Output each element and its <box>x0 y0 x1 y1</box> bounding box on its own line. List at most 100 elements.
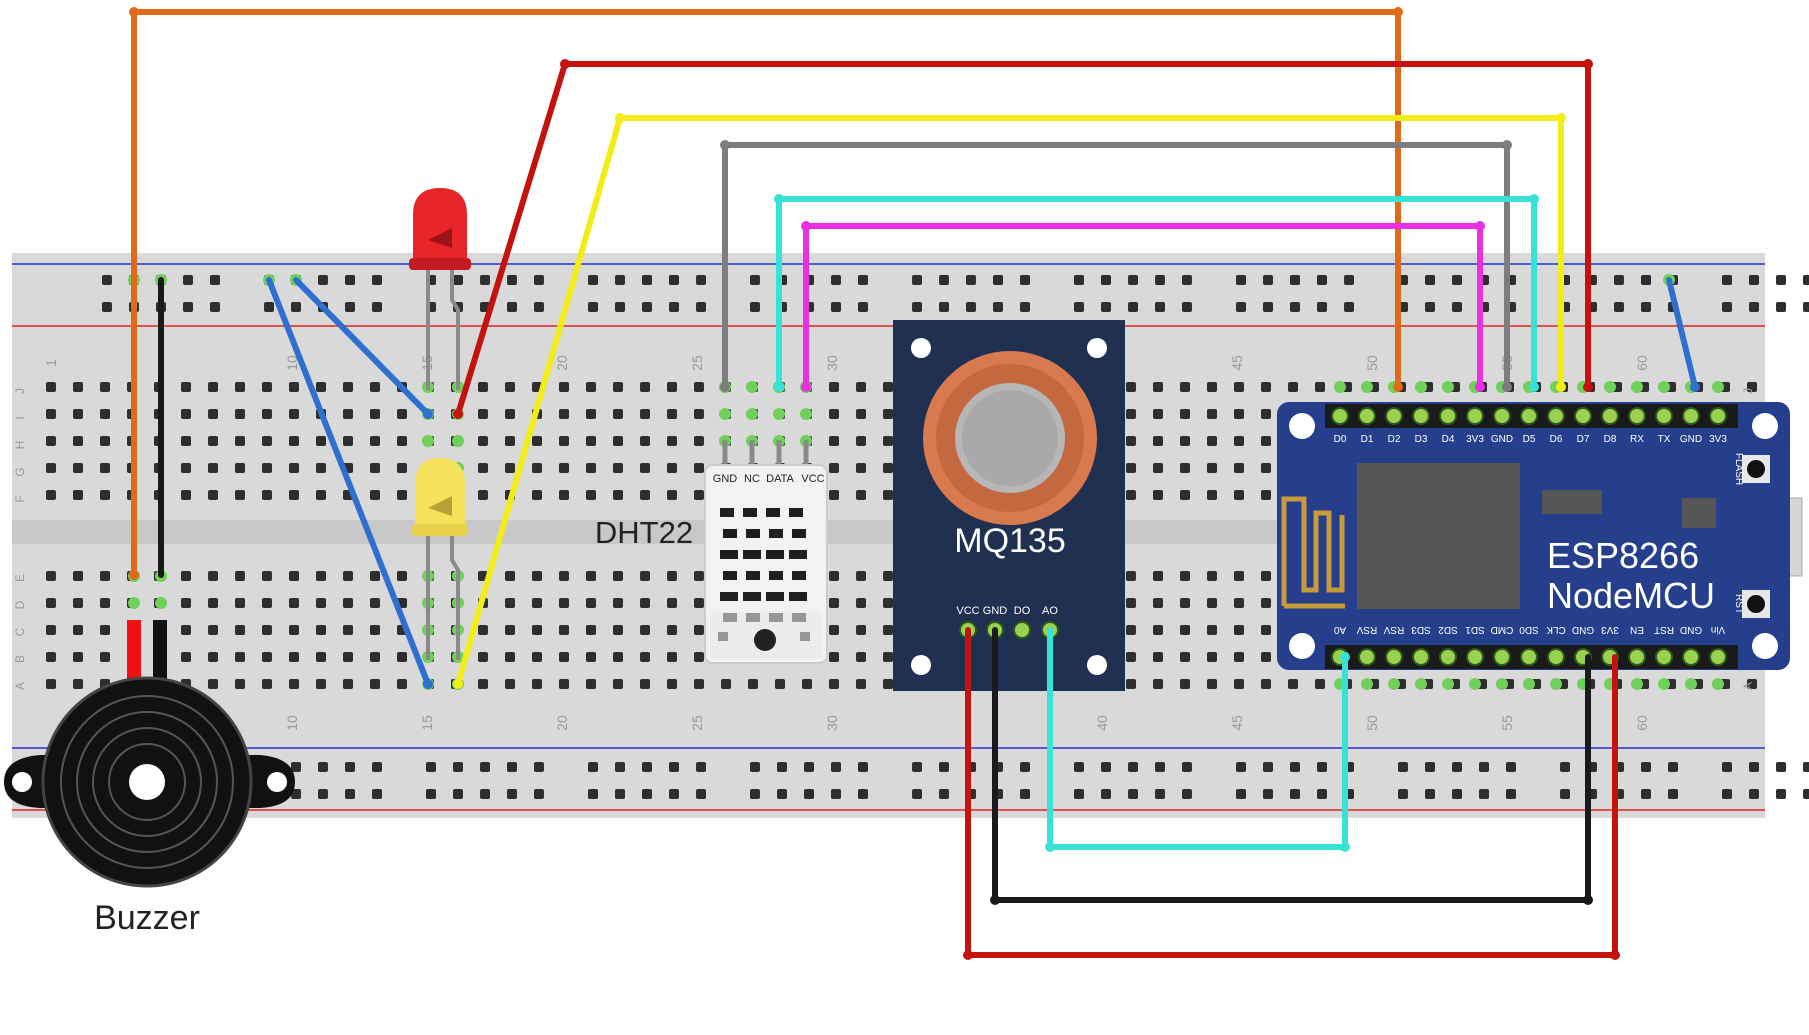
rail-hole <box>345 302 355 312</box>
breadboard-hole <box>73 409 83 419</box>
breadboard-hole <box>559 382 569 392</box>
rail-hole <box>1560 789 1570 799</box>
wire-endpoint <box>615 113 625 123</box>
led-red-rim <box>409 258 471 270</box>
buzzer-ring <box>60 695 234 869</box>
breadboard-hole <box>667 571 677 581</box>
breadboard-hole <box>856 652 866 662</box>
wire-endpoint <box>1529 382 1539 392</box>
esp-header-pin <box>1358 407 1376 425</box>
breadboard-hole <box>532 571 542 581</box>
rail-hole <box>1776 275 1786 285</box>
breadboard-hole <box>586 652 596 662</box>
breadboard-hole <box>73 436 83 446</box>
rail-hole <box>831 302 841 312</box>
esp-top-pin-label: D2 <box>1388 434 1401 445</box>
esp-header-pin <box>1412 407 1430 425</box>
breadboard-hole <box>640 436 650 446</box>
nodemcu-mount-hole <box>1752 413 1778 439</box>
wire-endpoint <box>1690 382 1700 392</box>
buzzer <box>4 620 295 888</box>
breadboard-hole <box>181 409 191 419</box>
rail-hole <box>1749 789 1759 799</box>
breadboard-hole <box>316 679 326 689</box>
breadboard-hole <box>667 625 677 635</box>
breadboard-hole <box>478 652 488 662</box>
wire-gray-dht-gnd <box>722 142 1510 390</box>
breadboard-hole <box>613 409 623 419</box>
breadboard-hole <box>559 598 569 608</box>
breadboard-hole <box>262 382 272 392</box>
dht22-pin-label: NC <box>744 473 760 485</box>
esp-header-pin <box>1466 648 1484 666</box>
breadboard-hole <box>181 625 191 635</box>
esp-header-pin <box>1628 648 1646 666</box>
connected-hole <box>1361 678 1373 690</box>
breadboard-hole <box>1126 436 1136 446</box>
mq135-mount-hole <box>911 655 931 675</box>
nodemcu-label-line2: NodeMCU <box>1547 575 1715 616</box>
breadboard-hole <box>370 625 380 635</box>
breadboard-hole <box>1261 598 1271 608</box>
wire-endpoint <box>1393 382 1403 392</box>
breadboard-hole <box>1207 652 1217 662</box>
rail-hole <box>507 275 517 285</box>
breadboard-hole <box>694 436 704 446</box>
row-letter-j: J <box>13 388 27 394</box>
breadboard-hole <box>1261 382 1271 392</box>
rail-hole <box>696 789 706 799</box>
breadboard-hole <box>613 571 623 581</box>
dht22-vent-slot <box>789 550 807 559</box>
breadboard-hole <box>262 490 272 500</box>
connected-hole <box>422 435 434 447</box>
breadboard-hole <box>586 490 596 500</box>
breadboard-hole <box>694 463 704 473</box>
breadboard-hole <box>505 463 515 473</box>
breadboard-hole <box>856 463 866 473</box>
dht22-pin-label: GND <box>713 473 738 485</box>
col-number-bottom: 15 <box>419 715 435 731</box>
wire-endpoint <box>1556 113 1566 123</box>
breadboard-hole <box>829 625 839 635</box>
rail-hole <box>1074 789 1084 799</box>
led-yellow-leg <box>450 530 460 660</box>
connected-hole <box>746 408 758 420</box>
rail-hole <box>1776 789 1786 799</box>
rail-hole <box>1263 302 1273 312</box>
breadboard-hole <box>343 679 353 689</box>
dht22-vent-slot <box>720 508 734 517</box>
dht22-mount-hole <box>754 629 776 651</box>
breadboard-hole <box>667 598 677 608</box>
breadboard-hole <box>262 436 272 446</box>
mq135-pin-label: GND <box>983 605 1008 617</box>
rail-hole <box>345 762 355 772</box>
connected-hole <box>1685 678 1697 690</box>
wire-endpoint <box>1502 382 1512 392</box>
breadboard-hole <box>1153 598 1163 608</box>
esp-bottom-pin-label: SD2 <box>1438 624 1458 635</box>
esp-bottom-pin-label: Vin <box>1711 624 1725 635</box>
row-letter-d: D <box>13 600 27 609</box>
esp-bottom-pin-label: A0 <box>1333 624 1346 635</box>
mq135-label: MQ135 <box>954 522 1066 560</box>
rail-hole <box>1479 789 1489 799</box>
breadboard-hole <box>235 382 245 392</box>
rail-hole <box>1236 302 1246 312</box>
esp-bottom-pin-label: RST <box>1654 624 1674 635</box>
breadboard-hole <box>208 463 218 473</box>
breadboard-hole <box>46 382 56 392</box>
rst-button-cap <box>1747 595 1765 613</box>
esp-header-pin <box>1439 407 1457 425</box>
breadboard-hole <box>100 571 110 581</box>
col-number-bottom: 60 <box>1634 715 1650 731</box>
col-number-top: 1 <box>43 359 59 367</box>
rail-hole <box>426 789 436 799</box>
breadboard-hole <box>1153 436 1163 446</box>
rail-hole <box>1155 275 1165 285</box>
row-letter-b: B <box>13 655 27 663</box>
esp-bottom-pin-label: GND <box>1572 624 1594 635</box>
col-number-top: 50 <box>1364 355 1380 371</box>
mq135-mount-hole <box>911 338 931 358</box>
rail-hole <box>858 275 868 285</box>
rail-hole <box>912 789 922 799</box>
